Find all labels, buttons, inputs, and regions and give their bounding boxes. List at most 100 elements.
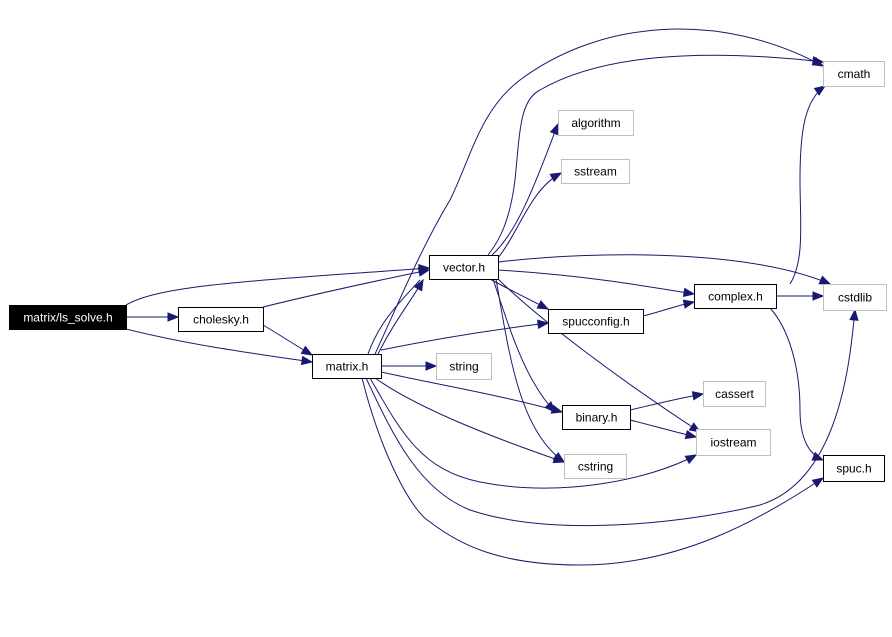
node-box	[564, 454, 627, 479]
node-string: string	[436, 353, 492, 380]
edge-spucconfig-to-complex	[642, 299, 696, 317]
node-box	[9, 305, 127, 330]
arrowhead	[812, 56, 825, 66]
edge-line	[492, 278, 556, 413]
edge-vector-to-spucconfig	[489, 278, 550, 310]
edge-line	[380, 322, 549, 351]
node-spuc[interactable]: spuc.h	[823, 455, 885, 482]
arrowhead	[300, 345, 314, 356]
node-box	[696, 429, 771, 456]
node-box	[694, 284, 777, 309]
edge-line	[497, 278, 701, 433]
edge-matrix-to-vector	[367, 278, 424, 355]
arrowhead	[691, 391, 705, 401]
node-label: spuc.h	[836, 462, 871, 476]
node-box	[823, 61, 885, 87]
edge-complex-to-spuc	[769, 307, 825, 461]
edge-line	[361, 377, 824, 566]
edge-vector-to-cstring	[495, 278, 566, 463]
node-label: cstdlib	[838, 291, 872, 305]
arrowhead	[552, 451, 566, 463]
arrowhead	[849, 308, 859, 321]
edge-complex-to-cstdlib	[776, 291, 825, 301]
edge-vector-to-cstdlib	[497, 254, 832, 285]
node-label: cholesky.h	[193, 313, 249, 327]
arrowhead	[549, 172, 563, 183]
arrowhead	[684, 429, 698, 440]
node-box	[561, 159, 630, 184]
arrowhead	[537, 319, 550, 329]
arrowhead	[813, 85, 827, 96]
edge-line	[497, 254, 831, 285]
node-label: matrix/ls_solve.h	[23, 311, 112, 325]
node-label: string	[449, 360, 478, 374]
node-box	[558, 110, 634, 136]
node-box	[178, 307, 264, 332]
edge-binary-to-cassert	[629, 391, 705, 411]
edge-line	[365, 309, 856, 527]
arrowhead	[812, 291, 825, 301]
graph-nodes: matrix/ls_solve.h cholesky.h matrix.h vecto…	[9, 61, 887, 482]
node-label: cassert	[715, 387, 754, 401]
arrowhead	[811, 477, 825, 488]
node-iostream: iostream	[696, 429, 771, 456]
node-spucconfig[interactable]: spucconfig.h	[548, 309, 644, 334]
edge-line	[497, 172, 562, 259]
arrowhead	[818, 275, 832, 285]
edge-line	[125, 328, 313, 363]
node-box	[823, 455, 885, 482]
node-algorithm: algorithm	[558, 110, 634, 136]
edge-line	[369, 377, 697, 489]
arrowhead	[425, 361, 438, 371]
arrowhead	[167, 312, 180, 322]
node-label: spucconfig.h	[562, 315, 629, 329]
edge-matrix-to-string	[381, 361, 438, 371]
node-box	[436, 353, 492, 380]
node-label: algorithm	[571, 116, 620, 130]
edge-matrix-to-cstdlib	[365, 308, 859, 527]
node-label: binary.h	[576, 411, 618, 425]
node-box	[823, 284, 887, 311]
edge-line	[487, 54, 824, 256]
edge-vector-to-binary	[492, 278, 556, 413]
edge-line	[374, 28, 824, 355]
node-cholesky[interactable]: cholesky.h	[178, 307, 264, 332]
node-ls_solve[interactable]: matrix/ls_solve.h	[9, 305, 127, 330]
node-label: sstream	[574, 165, 617, 179]
arrowhead	[417, 267, 431, 277]
node-complex[interactable]: complex.h	[694, 284, 777, 309]
edge-line	[374, 377, 565, 463]
edge-line	[495, 278, 565, 463]
edge-line	[380, 371, 563, 413]
arrowhead	[549, 122, 559, 136]
edge-line	[629, 393, 704, 411]
graph-edges	[125, 28, 859, 566]
arrowhead	[684, 454, 698, 465]
edge-line	[497, 269, 695, 295]
node-matrix[interactable]: matrix.h	[312, 354, 382, 379]
edge-ls_solve-to-cholesky	[126, 312, 180, 322]
edge-matrix-to-iostream	[369, 377, 698, 489]
arrowhead	[682, 299, 696, 309]
arrowhead	[300, 355, 314, 366]
node-cassert: cassert	[703, 381, 766, 407]
node-box	[548, 309, 644, 334]
node-label: iostream	[710, 436, 756, 450]
node-box	[703, 381, 766, 407]
edge-complex-to-cmath	[789, 85, 827, 285]
edge-matrix-to-spuc	[361, 377, 825, 566]
arrowhead	[536, 300, 550, 310]
edge-line	[769, 307, 824, 461]
edge-line	[125, 267, 430, 306]
node-box	[562, 405, 631, 430]
node-binary[interactable]: binary.h	[562, 405, 631, 430]
arrowhead	[544, 401, 556, 413]
edge-line	[491, 123, 559, 256]
node-vector[interactable]: vector.h	[429, 255, 499, 280]
node-label: complex.h	[708, 290, 763, 304]
node-box	[312, 354, 382, 379]
arrowhead	[413, 278, 424, 292]
edge-vector-to-cmath	[487, 54, 825, 256]
arrowhead	[682, 287, 696, 297]
